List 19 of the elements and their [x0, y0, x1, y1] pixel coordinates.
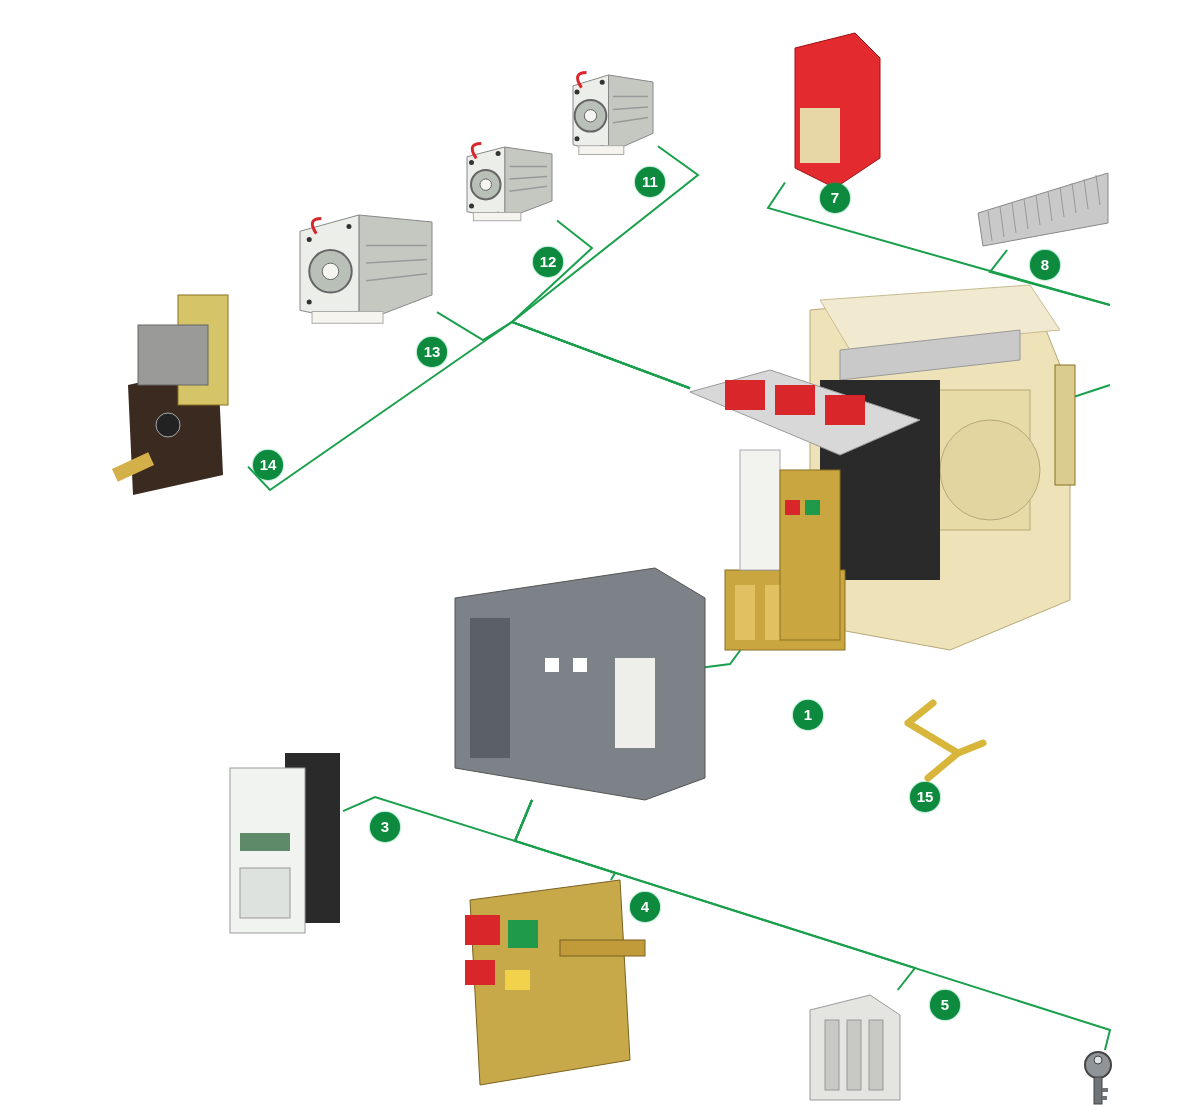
callout-number: 7: [820, 183, 850, 213]
leader-line: [513, 799, 1112, 1051]
leader-line: [1074, 384, 1111, 398]
callout-number: 3: [370, 812, 400, 842]
callout-number: 15: [910, 782, 940, 812]
leader-line: [988, 249, 1111, 306]
callout-number: 12: [533, 247, 563, 277]
callout-number: 14: [253, 450, 283, 480]
callout-number: 8: [1030, 250, 1060, 280]
callout-number: 5: [930, 990, 960, 1020]
callout-number: 13: [417, 337, 447, 367]
callout-number: 4: [630, 892, 660, 922]
callout-number: 11: [635, 167, 665, 197]
key-drawing: [1083, 1050, 1113, 1105]
callout-number: 1: [793, 700, 823, 730]
handle-drawing: [903, 698, 988, 783]
leader-line: [704, 649, 742, 669]
leader-line: [247, 320, 691, 492]
door-frame-drawing: [455, 568, 705, 800]
